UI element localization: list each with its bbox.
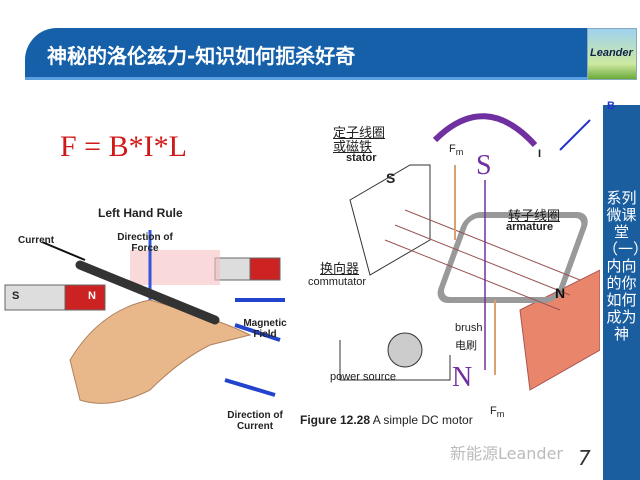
dc-motor-diagram xyxy=(339,113,600,391)
magnetic-field-region xyxy=(130,250,220,285)
armature-label: armature xyxy=(506,221,554,233)
rotation-arrow xyxy=(432,113,538,148)
magnet-right xyxy=(214,257,281,281)
leander-logo: Leander xyxy=(587,28,637,80)
figure-caption: Figure 12.28 A simple DC motor xyxy=(300,413,473,427)
big-n: N xyxy=(452,362,473,393)
commutator-zh: 换向器 xyxy=(320,261,360,276)
left-hand-rule-illustration xyxy=(4,230,285,404)
pole-n: N xyxy=(555,285,566,301)
page-number: 7 xyxy=(578,446,591,470)
circuit-wire xyxy=(339,340,451,381)
current-direction-arrow xyxy=(224,378,276,397)
current-pointer xyxy=(41,241,86,261)
series-sidebar: 系列微课堂（一）：内向的你如何成为神 xyxy=(603,105,640,480)
current-label: Current xyxy=(18,235,55,246)
pole-s: S xyxy=(386,170,396,186)
direction-of-current-label: Direction of Current xyxy=(227,410,283,432)
lhr-pole-s: S xyxy=(12,290,20,302)
stator-label: stator xyxy=(346,152,377,164)
stator-zh-1: 定子线圈 xyxy=(333,125,386,140)
force-label-bottom: Fm xyxy=(490,405,505,420)
slide-title: 神秘的洛伦兹力-知识如何扼杀好奇 xyxy=(47,44,356,68)
wire xyxy=(75,260,220,325)
hand xyxy=(69,299,252,404)
series-title: 系列微课堂（一）：内向的你如何成为神 xyxy=(603,189,640,343)
commutator-label: commutator xyxy=(308,276,367,288)
field-b-arrow xyxy=(559,119,591,151)
magnet-left xyxy=(4,284,106,311)
brush-label: brush xyxy=(455,322,483,334)
logo-text: Leander xyxy=(590,47,633,59)
magnetic-field-label: Magnetic Field xyxy=(243,318,287,340)
lorentz-formula: F = B*I*L xyxy=(60,130,187,163)
lhr-pole-n: N xyxy=(88,290,96,302)
field-b-label: B xyxy=(607,100,615,112)
watermark: 新能源Leander xyxy=(450,444,564,463)
armature-zh: 转子线圈 xyxy=(508,208,561,223)
armature-coil xyxy=(437,212,588,303)
direction-of-force-label: Direction of Force xyxy=(117,232,173,254)
stator-zh-2: 或磁铁 xyxy=(333,139,373,154)
left-hand-rule-title: Left Hand Rule xyxy=(98,206,183,220)
stator-magnet-s xyxy=(349,164,431,276)
big-s: S xyxy=(476,150,492,181)
force-label-top: Fm xyxy=(449,143,464,158)
power-source-label: power source xyxy=(330,371,397,383)
title-bar: 神秘的洛伦兹力-知识如何扼杀好奇 xyxy=(25,28,587,80)
field-arrow-2 xyxy=(234,323,281,342)
commutator xyxy=(387,332,423,368)
current-i-label: I xyxy=(538,148,542,160)
brush-zh: 电刷 xyxy=(455,340,477,352)
